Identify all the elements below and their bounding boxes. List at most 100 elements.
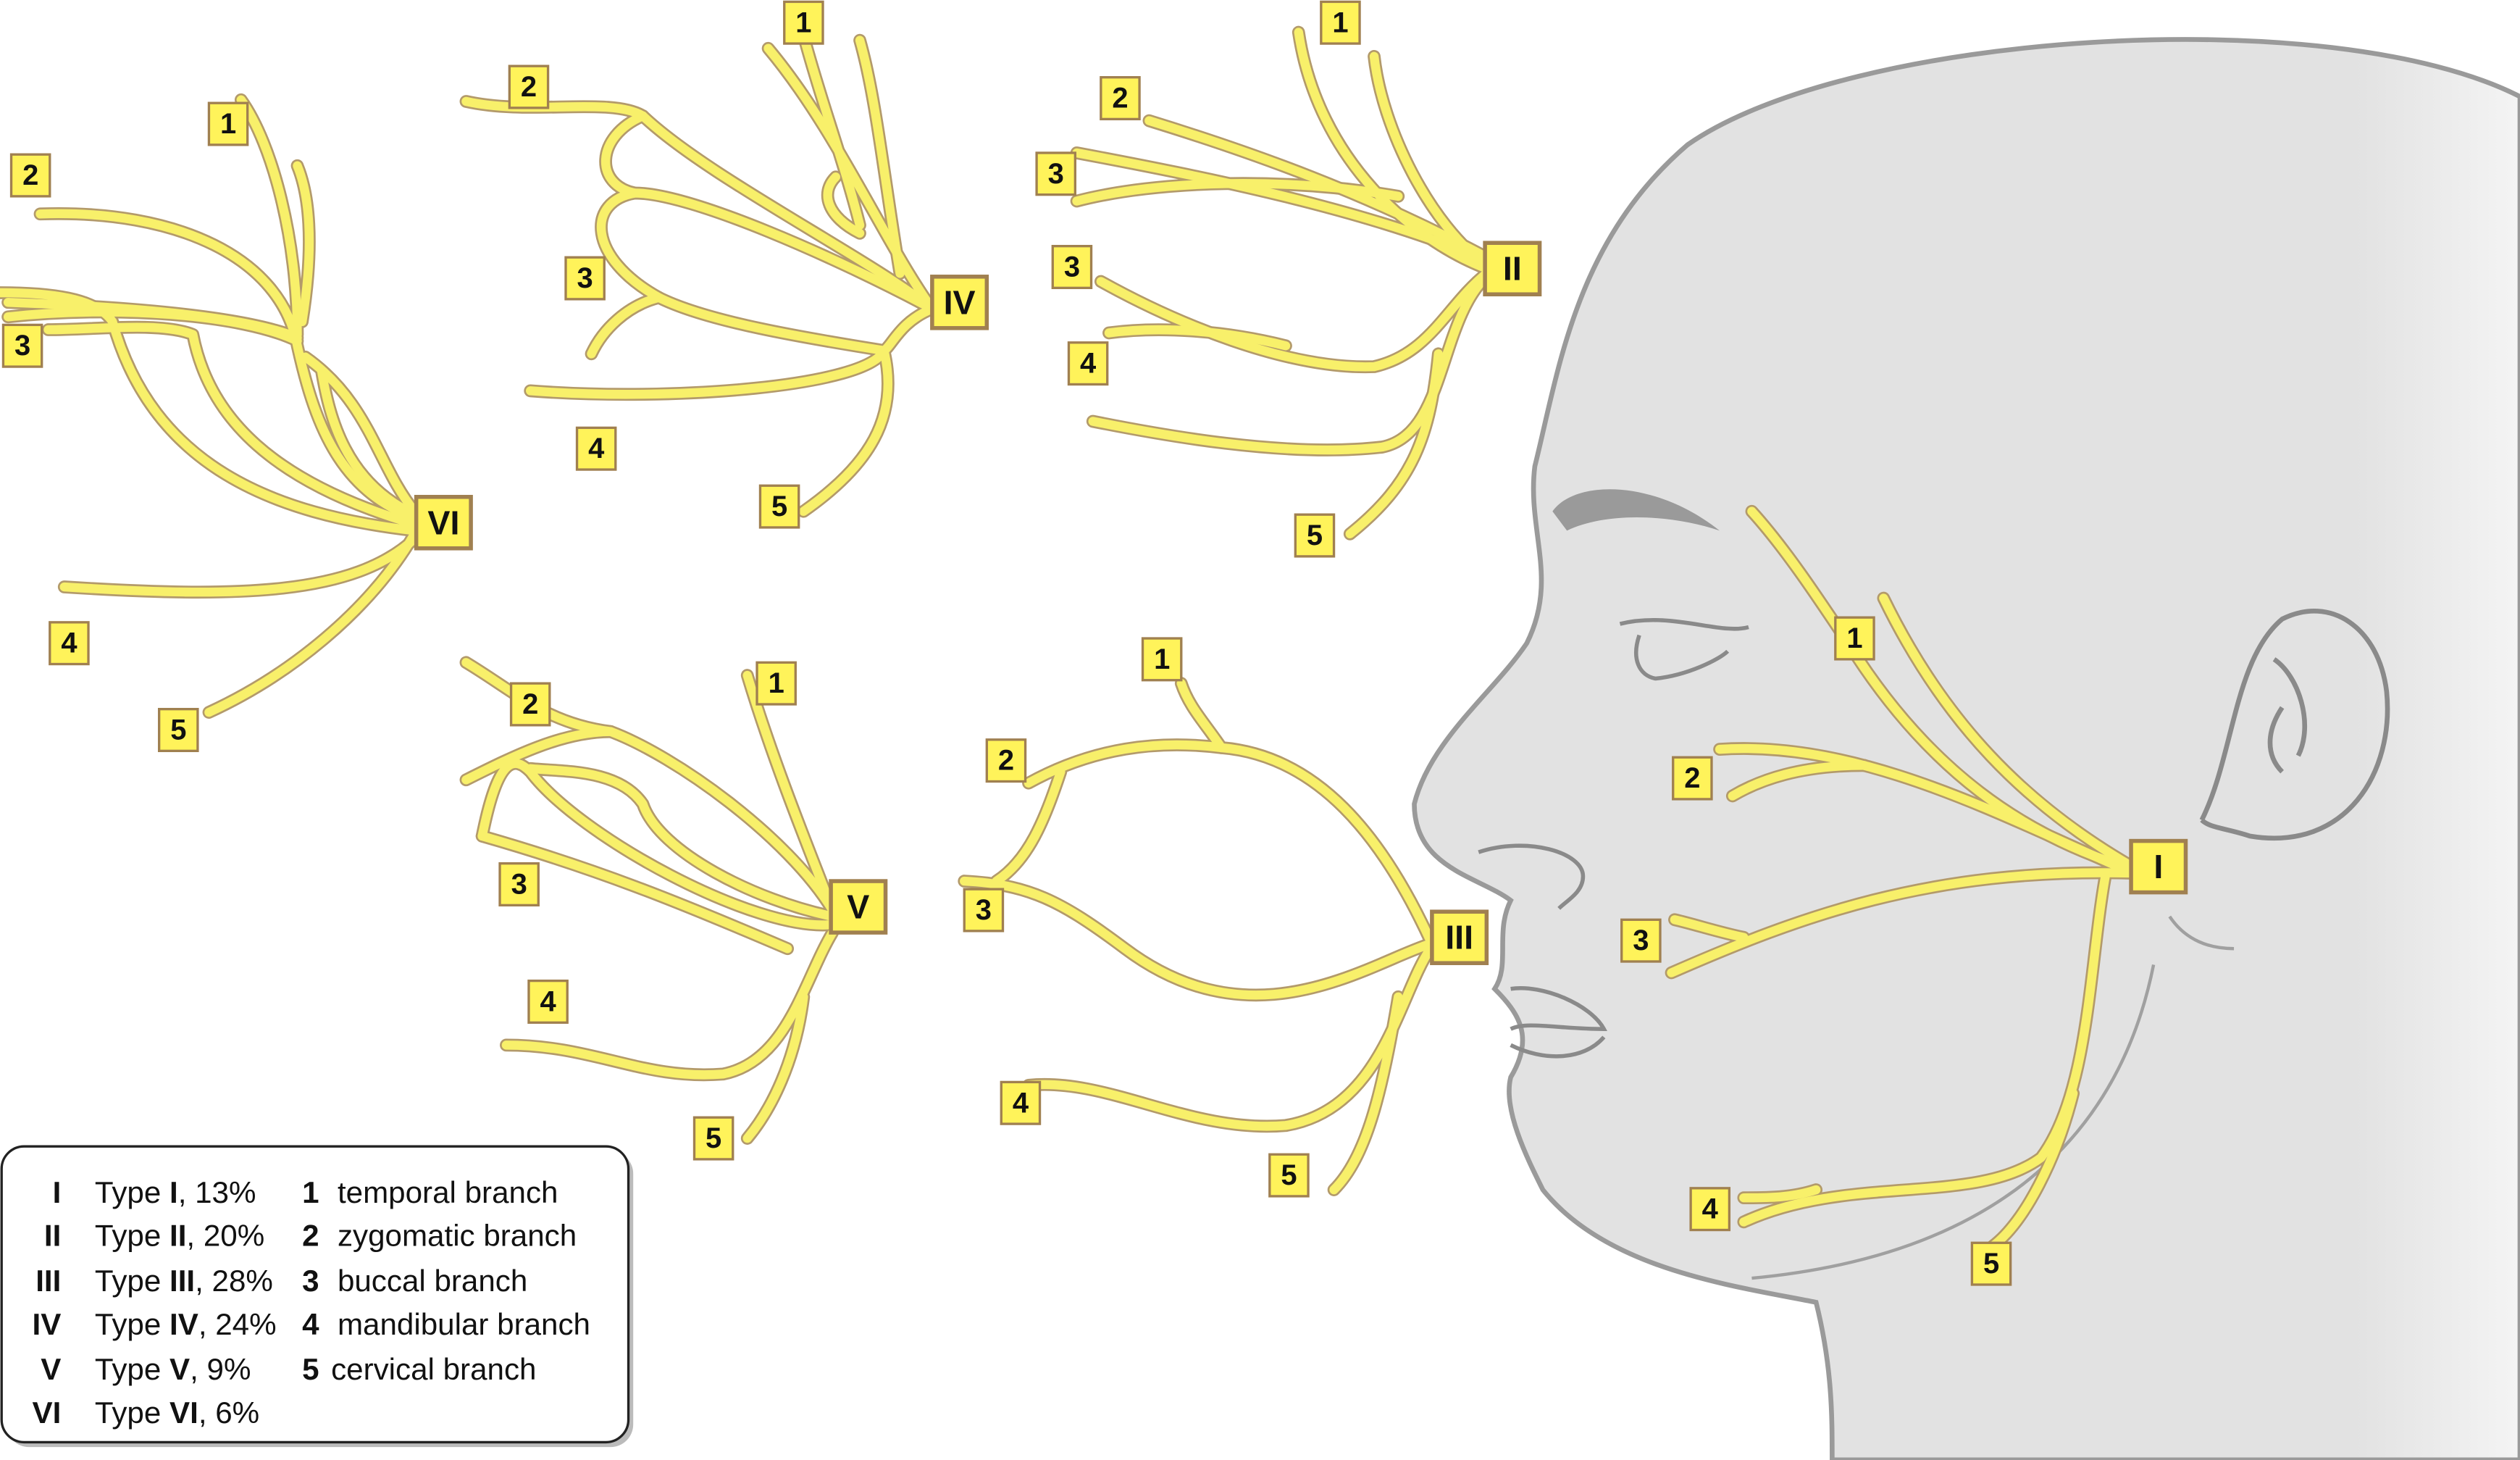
type-label-text: I: [2153, 848, 2163, 885]
branch-label: 2: [1100, 76, 1141, 121]
branch-label: 5: [758, 484, 800, 529]
type-label-I: I: [2129, 838, 2188, 895]
branch-label-text: 3: [511, 869, 527, 901]
legend-branch-name: buccal branch: [338, 1264, 527, 1298]
branch-label: 4: [1000, 1080, 1042, 1125]
head-silhouette: [1412, 37, 2520, 1460]
legend-branch-name: mandibular branch: [338, 1307, 590, 1341]
branch-label: 4: [49, 621, 90, 666]
branch-label: 2: [509, 682, 551, 727]
branch-label-text: 1: [1154, 643, 1170, 675]
legend: I Type I, 13% II Type II, 20% III Type I…: [0, 1145, 634, 1448]
branch-label: 5: [157, 707, 199, 753]
branch-label: 4: [575, 426, 617, 471]
branch-label: 5: [692, 1116, 734, 1161]
branch-label: 3: [1620, 918, 1662, 963]
legend-branch-name: temporal branch: [338, 1175, 558, 1209]
branch-label: 2: [985, 738, 1027, 783]
type-label-text: IV: [944, 283, 976, 321]
branch-label: 4: [1689, 1187, 1731, 1232]
branch-label-text: 4: [1080, 348, 1096, 380]
branch-label: 1: [1141, 637, 1183, 682]
branch-label: 1: [755, 661, 797, 706]
type-label-V: V: [829, 879, 888, 935]
nerve-type-VI: [0, 100, 414, 712]
branch-label: 1: [1834, 616, 1875, 661]
branch-label-text: 4: [540, 985, 556, 1017]
legend-branches: 1 temporal branch 2 zygomatic branch 3 b…: [302, 1175, 590, 1386]
branch-label-text: 4: [61, 627, 77, 659]
type-label-VI: VI: [414, 495, 473, 551]
branch-label-text: 3: [976, 894, 992, 926]
branch-label-text: 2: [1112, 83, 1128, 114]
branch-label: 5: [1970, 1241, 2012, 1286]
legend-branch-number: 4: [302, 1307, 319, 1341]
legend-type-entry: Type VI, 6%: [95, 1396, 259, 1430]
type-label-text: VI: [427, 504, 459, 541]
branch-label-text: 5: [1983, 1248, 1999, 1280]
branch-label-text: 2: [1684, 762, 1700, 794]
eye: [1619, 617, 1749, 681]
branch-label-text: 3: [1048, 158, 1064, 190]
branch-label-text: 4: [1702, 1193, 1718, 1225]
type-label-III: III: [1430, 909, 1489, 965]
branch-label-text: 4: [1013, 1087, 1029, 1119]
legend-type-entry: Type II, 20%: [95, 1219, 264, 1253]
head-profile: [1412, 37, 2520, 1460]
branch-label-text: 5: [1307, 520, 1323, 551]
branch-label: 4: [1067, 341, 1109, 386]
branch-label-text: 1: [220, 108, 236, 140]
branch-label: 4: [527, 979, 569, 1024]
branch-label: 3: [963, 888, 1005, 933]
branch-label: 2: [508, 64, 550, 109]
legend-branch-number: 5: [302, 1352, 319, 1386]
branch-label-text: 2: [998, 745, 1014, 777]
legend-branch-number: 2: [302, 1219, 319, 1253]
branch-label-text: 5: [170, 714, 186, 746]
legend-type-entry: Type V, 9%: [95, 1352, 251, 1386]
branch-label-text: 5: [1281, 1159, 1297, 1191]
type-label-text: III: [1445, 919, 1473, 956]
branch-label: 3: [564, 256, 606, 301]
legend-type-entry: Type III, 28%: [95, 1264, 273, 1298]
legend-numeral: VI: [32, 1396, 61, 1430]
branch-label: 5: [1268, 1153, 1310, 1198]
branch-label: 5: [1294, 513, 1336, 558]
branch-label-text: 3: [1064, 251, 1080, 283]
branch-label-text: 4: [588, 433, 604, 464]
legend-type-entry: Type IV, 24%: [95, 1307, 277, 1341]
legend-branch-name: cervical branch: [331, 1352, 536, 1386]
branch-label: 3: [1051, 244, 1093, 290]
branch-label-text: 2: [522, 688, 538, 720]
branch-label: 1: [207, 101, 249, 146]
jaw-line: [1751, 915, 2235, 1280]
branch-label-text: 1: [769, 667, 784, 699]
branch-label-text: 5: [706, 1122, 721, 1154]
branch-label: 2: [9, 153, 51, 198]
legend-numeral: III: [35, 1264, 61, 1298]
branch-label-text: 2: [521, 71, 537, 103]
legend-numeral: I: [53, 1175, 62, 1209]
branch-label-text: 1: [1332, 7, 1348, 38]
branch-label-text: 3: [14, 330, 30, 362]
legend-numeral: IV: [32, 1307, 61, 1341]
type-label-text: V: [847, 888, 869, 926]
type-label-IV: IV: [930, 275, 989, 330]
ear: [2199, 609, 2390, 841]
legend-numeral: II: [44, 1219, 61, 1253]
branch-label-text: 1: [795, 7, 811, 38]
branch-label: 3: [498, 862, 540, 907]
branch-label-text: 3: [577, 262, 593, 294]
legend-type-entry: Type I, 13%: [95, 1175, 256, 1209]
type-label-II: II: [1483, 241, 1542, 296]
branch-label: 1: [783, 0, 824, 45]
legend-branch-name: zygomatic branch: [338, 1219, 577, 1253]
branch-label-text: 2: [22, 159, 38, 191]
legend-branch-number: 1: [302, 1175, 319, 1209]
branch-label: 1: [1320, 0, 1361, 45]
lips: [1510, 986, 1607, 1059]
legend-types: I Type I, 13% II Type II, 20% III Type I…: [32, 1175, 276, 1430]
branch-label: 3: [1035, 151, 1077, 196]
legend-branch-number: 3: [302, 1264, 319, 1298]
branch-label-text: 1: [1846, 622, 1862, 654]
